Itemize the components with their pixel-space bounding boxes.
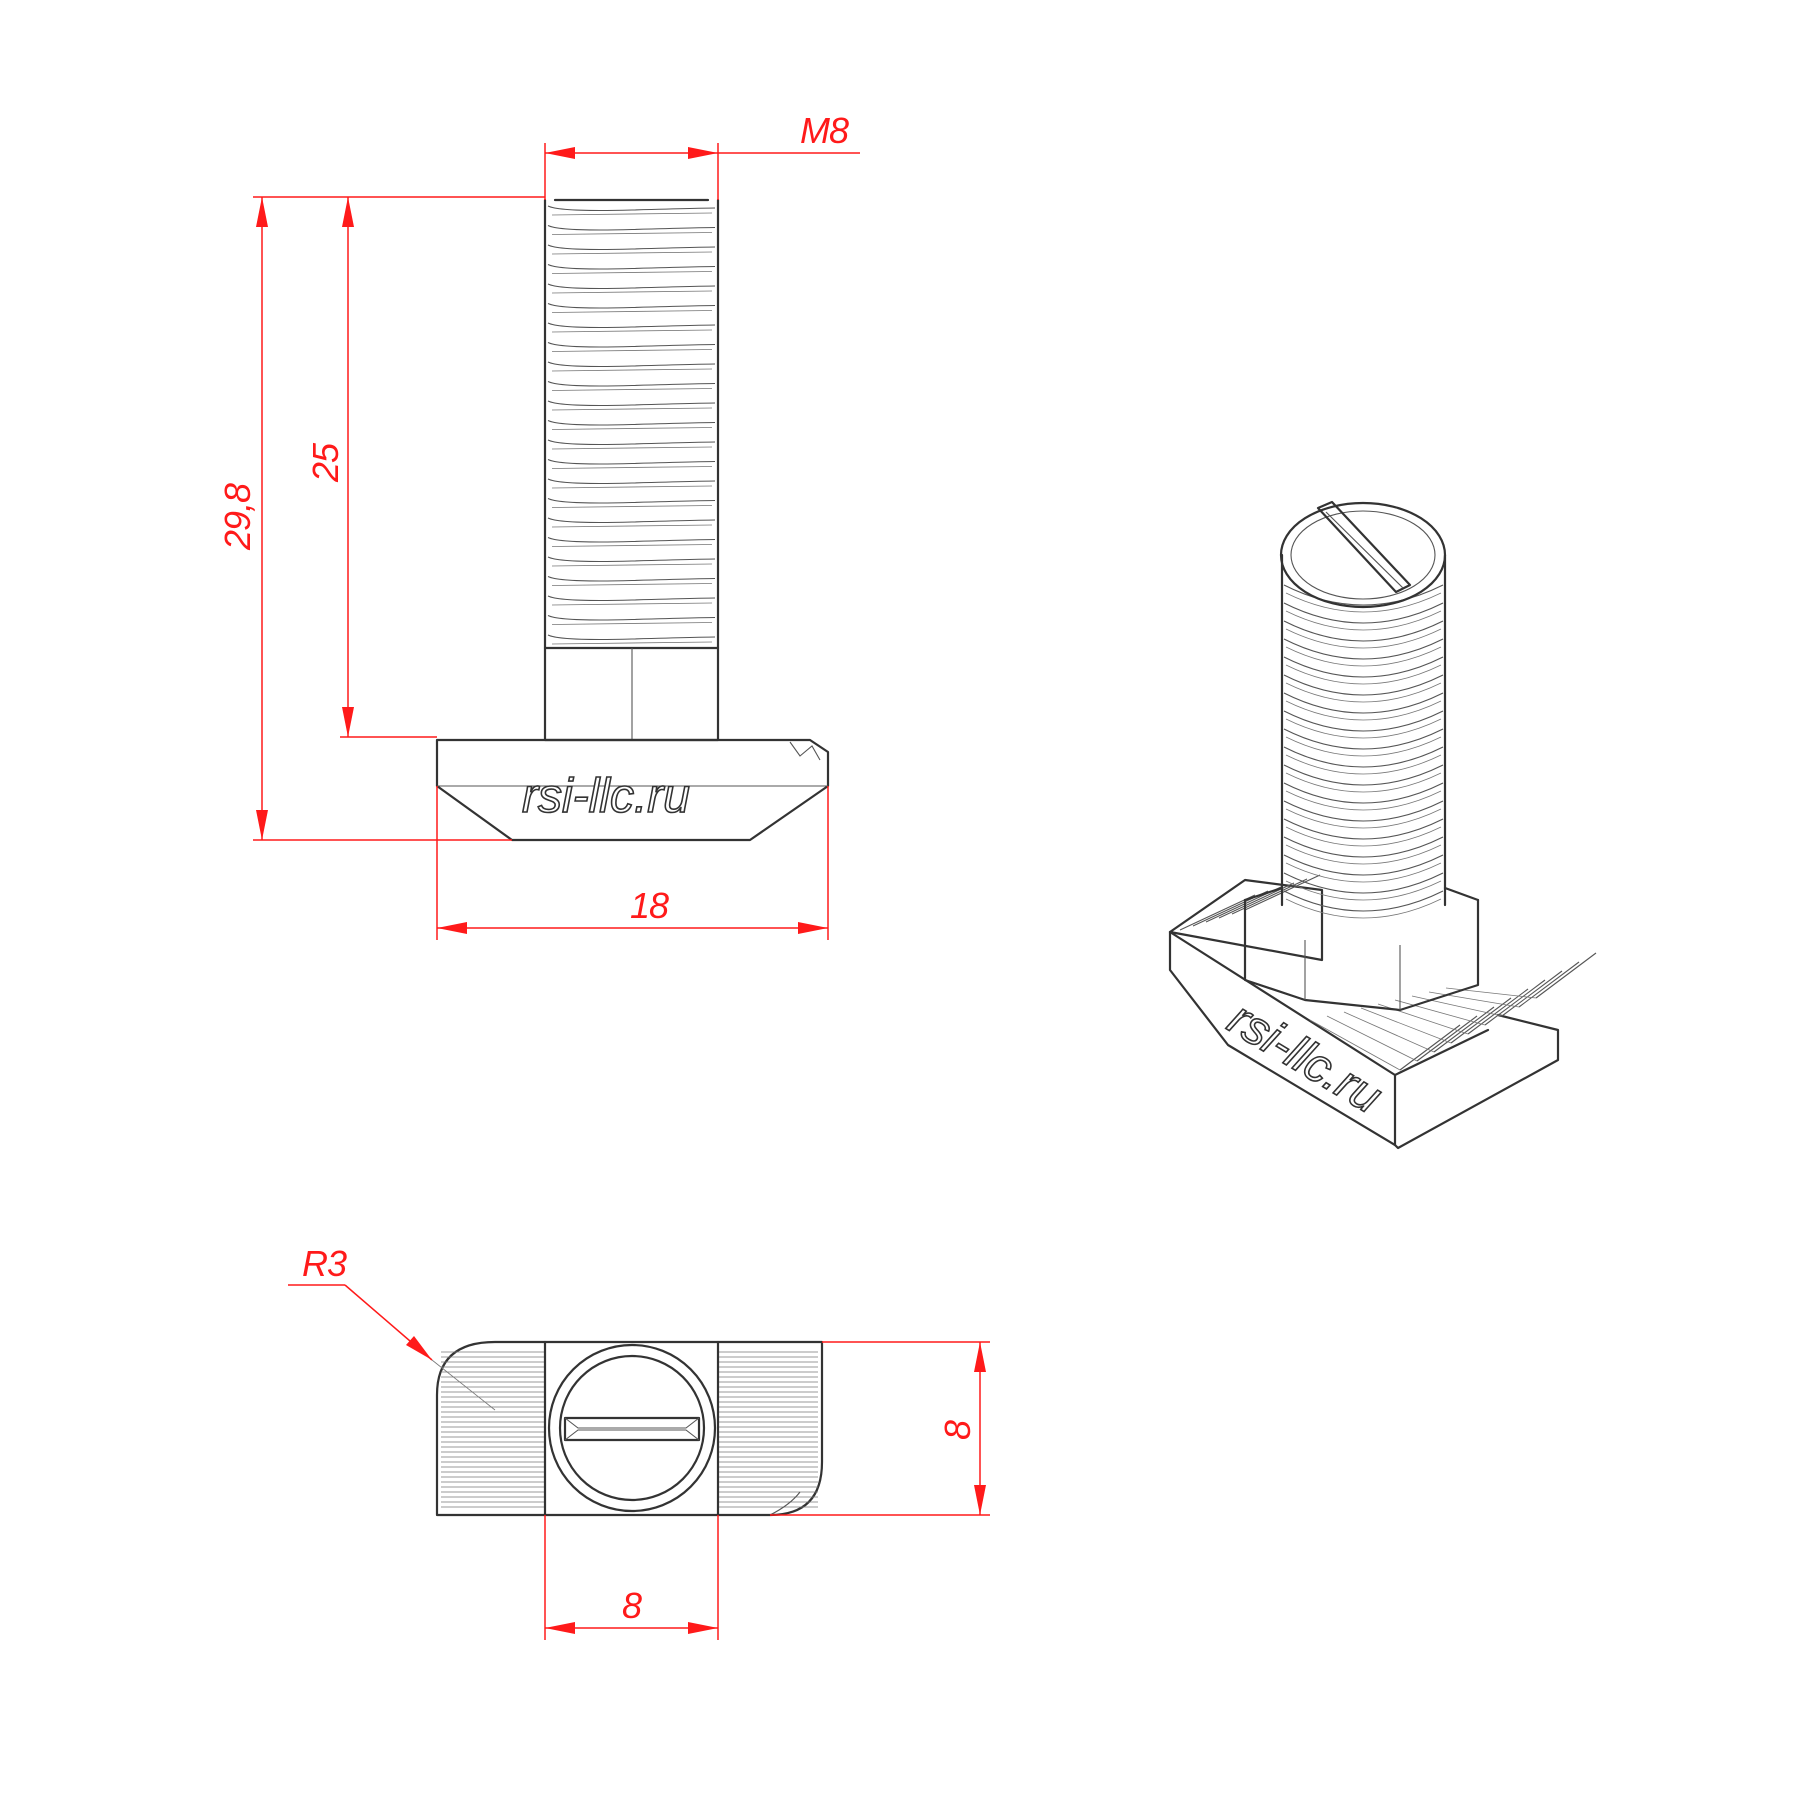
depth-label: 8 (937, 1420, 978, 1440)
top-screwdriver-slot (563, 1416, 701, 1442)
total-height-label: 29,8 (217, 483, 258, 551)
iso-threaded-stud (1279, 500, 1447, 919)
front-thread (543, 198, 720, 650)
top-stud-inner (558, 1354, 706, 1502)
front-engraving: rsi-llc.ru (522, 770, 690, 823)
thread-length-label: 25 (305, 442, 346, 483)
iso-hex-collar (1243, 886, 1480, 1012)
front-dimensions: M8 29,8 25 18 (217, 110, 860, 940)
hex-width-label: 8 (622, 1585, 642, 1626)
iso-engraving: rsi-llc.ru (1219, 992, 1390, 1124)
thread-dimension-label: M8 (800, 110, 849, 151)
top-view (435, 1340, 824, 1517)
iso-screwdriver-slot (1316, 500, 1412, 594)
front-tslot-base: rsi-llc.ru (435, 738, 830, 842)
base-width-label: 18 (630, 885, 669, 926)
isometric-view: rsi-llc.ru (1168, 500, 1597, 1150)
radius-label: R3 (302, 1243, 347, 1284)
top-outline (435, 1340, 824, 1517)
front-view: rsi-llc.ru (435, 198, 830, 842)
top-stud-outer (547, 1343, 717, 1513)
top-dimensions: R3 8 8 (288, 1243, 990, 1640)
iso-tslot-base: rsi-llc.ru (1168, 874, 1597, 1150)
front-hex-neck (543, 646, 720, 742)
